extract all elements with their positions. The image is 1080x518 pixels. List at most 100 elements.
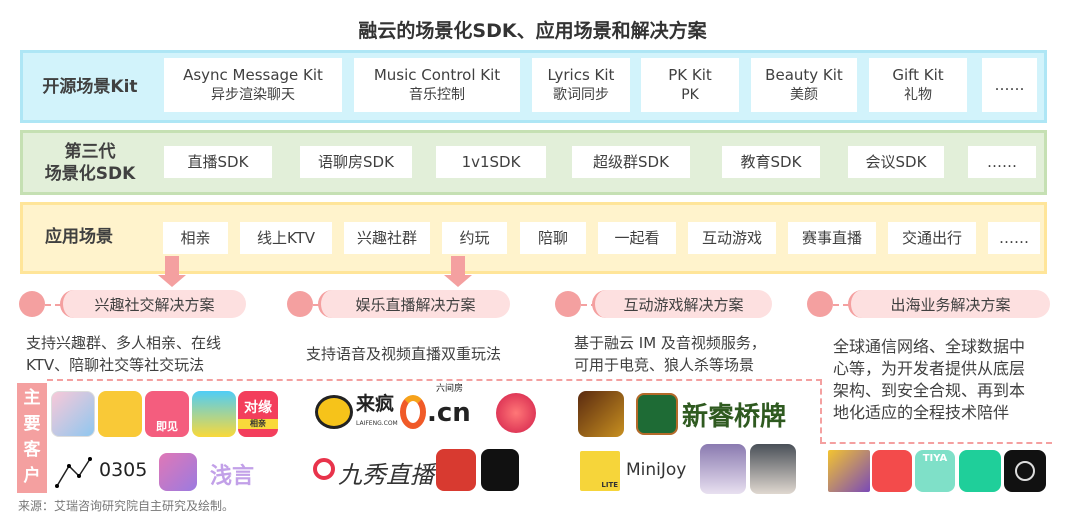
dashed-divider	[820, 442, 1052, 444]
minijoy-logo-text: MiniJoy	[626, 460, 687, 480]
connector	[581, 304, 597, 306]
down-arrow-icon	[165, 256, 179, 276]
solution-desc: 基于融云 IM 及音视频服务，可用于电竞、狼人杀等场景	[574, 332, 766, 376]
app-logo-green-mic	[959, 450, 1001, 492]
kit-name: Beauty Kit	[765, 66, 843, 84]
liujianfang-logo-text: 六间房	[436, 384, 464, 394]
kit-name: PK Kit	[668, 66, 712, 84]
kit-sub: 歌词同步	[553, 87, 609, 103]
sdk-label-line: 场景化SDK	[44, 164, 136, 184]
qianyan-logo-text: 浅言	[210, 464, 255, 489]
kit-name: Gift Kit	[892, 66, 944, 84]
app-logo-anime-boy	[750, 444, 796, 494]
app-logo-red-b	[872, 450, 912, 492]
scene-item: 一起看	[598, 222, 676, 254]
solution-desc: 支持语音及视频直播双重玩法	[306, 343, 501, 365]
desc-line: 架构、到安全合规、再到本	[833, 381, 1026, 400]
kit-item: Music Control Kit 音乐控制	[354, 58, 520, 112]
sdk-item: 超级群SDK	[572, 146, 690, 178]
connector	[833, 304, 849, 306]
scene-item: 兴趣社群	[344, 222, 430, 254]
app-logo-tiya: TIYA	[915, 450, 955, 492]
down-arrow-head-icon	[158, 275, 186, 287]
app-0305-text: 0305	[99, 459, 148, 481]
logo-text: 相亲	[238, 419, 278, 429]
app-logo-pixel-game	[828, 450, 870, 492]
app-logo-anime-girl	[700, 444, 746, 494]
kit-name: ……	[994, 76, 1025, 94]
scene-item: 互动游戏	[688, 222, 776, 254]
sdk-label-line: 第三代	[64, 142, 116, 162]
app-logo-minijoy: LITE	[580, 451, 620, 491]
source-note: 来源：艾瑞咨询研究院自主研究及绘制。	[18, 499, 235, 513]
app-logo-duiyuan: 对缘相亲	[238, 391, 278, 437]
jiuxiu-logo-icon	[313, 458, 335, 480]
label-char: 客	[23, 440, 41, 460]
logo-text: LITE	[601, 481, 618, 489]
desc-line: 基于融云 IM 及音视频服务，	[574, 334, 766, 352]
label-char: 要	[23, 414, 41, 434]
logo-text: TIYA	[922, 453, 948, 464]
scene-item: 线上KTV	[240, 222, 332, 254]
bullet-dot-icon	[287, 291, 313, 317]
kit-sub: 美颜	[790, 87, 818, 103]
logo-text: 对缘	[244, 400, 272, 416]
scene-item: 约玩	[442, 222, 507, 254]
desc-line: 支持语音及视频直播双重玩法	[306, 345, 502, 363]
liujianfang-logo-icon	[400, 395, 426, 429]
bullet-dot-icon	[19, 291, 45, 317]
desc-line: 全球通信网络、全球数据中	[833, 337, 1026, 356]
label-char: 户	[23, 466, 41, 486]
scene-item: 赛事直播	[788, 222, 876, 254]
liujianfang-cn-text: .cn	[427, 398, 471, 428]
desc-line: 心等，为开发者提供从底层	[833, 359, 1026, 378]
sdk-item: 1v1SDK	[436, 146, 546, 178]
scene-item: 陪聊	[520, 222, 586, 254]
app-logo-radio	[436, 449, 476, 491]
solution-title: 互动游戏解决方案	[592, 290, 772, 318]
sdk-item: 直播SDK	[164, 146, 272, 178]
app-logo-gem	[496, 393, 536, 433]
down-arrow-icon	[451, 256, 465, 276]
logo-text: 即见	[156, 420, 178, 433]
laifeng-logo-sub: LAIFENG.COM	[356, 420, 398, 427]
kit-sub: 音乐控制	[409, 87, 465, 103]
app-logo-qianyan	[159, 453, 197, 491]
connector	[45, 304, 61, 306]
app-logo-bird	[192, 391, 236, 437]
laifeng-logo-text: 来疯	[356, 393, 395, 415]
app-logo-cat	[98, 391, 142, 437]
jiuxiu-logo-text: 九秀直播	[338, 461, 434, 489]
scene-item: 交通出行	[888, 222, 976, 254]
solution-title: 娱乐直播解决方案	[318, 290, 510, 318]
line-chart-logo-icon	[55, 457, 92, 488]
sdk-item-more: ……	[968, 146, 1036, 178]
scene-item: 相亲	[163, 222, 228, 254]
sdk-item: 教育SDK	[722, 146, 820, 178]
sdk-item: 会议SDK	[848, 146, 944, 178]
laifeng-bee-icon	[315, 395, 353, 429]
dashed-divider	[47, 379, 822, 381]
kit-item: Async Message Kit 异步渲染聊天	[164, 58, 342, 112]
app-logo-planet	[1004, 450, 1046, 492]
xinrui-logo-text: 新睿桥牌	[682, 402, 787, 432]
kit-name: Async Message Kit	[183, 66, 323, 84]
kit-sub: PK	[681, 87, 699, 103]
kit-sub: 异步渲染聊天	[211, 87, 295, 103]
kit-name: Music Control Kit	[373, 66, 501, 84]
scene-item-more: ……	[988, 222, 1040, 254]
down-arrow-head-icon	[444, 275, 472, 287]
main-customers-label: 主要客户	[17, 383, 47, 493]
sdk-row-label: 第三代场景化SDK	[26, 141, 154, 185]
bullet-dot-icon	[807, 291, 833, 317]
app-logo-wolf-claw	[578, 391, 624, 437]
app-logo-jijian: 即见	[145, 391, 189, 437]
bullet-dot-icon	[555, 291, 581, 317]
sdk-item: 语聊房SDK	[300, 146, 412, 178]
desc-line: KTV、陪聊社交等社交玩法	[26, 356, 205, 374]
kit-item: Beauty Kit 美颜	[751, 58, 857, 112]
kit-row-label: 开源场景Kit	[42, 77, 138, 97]
